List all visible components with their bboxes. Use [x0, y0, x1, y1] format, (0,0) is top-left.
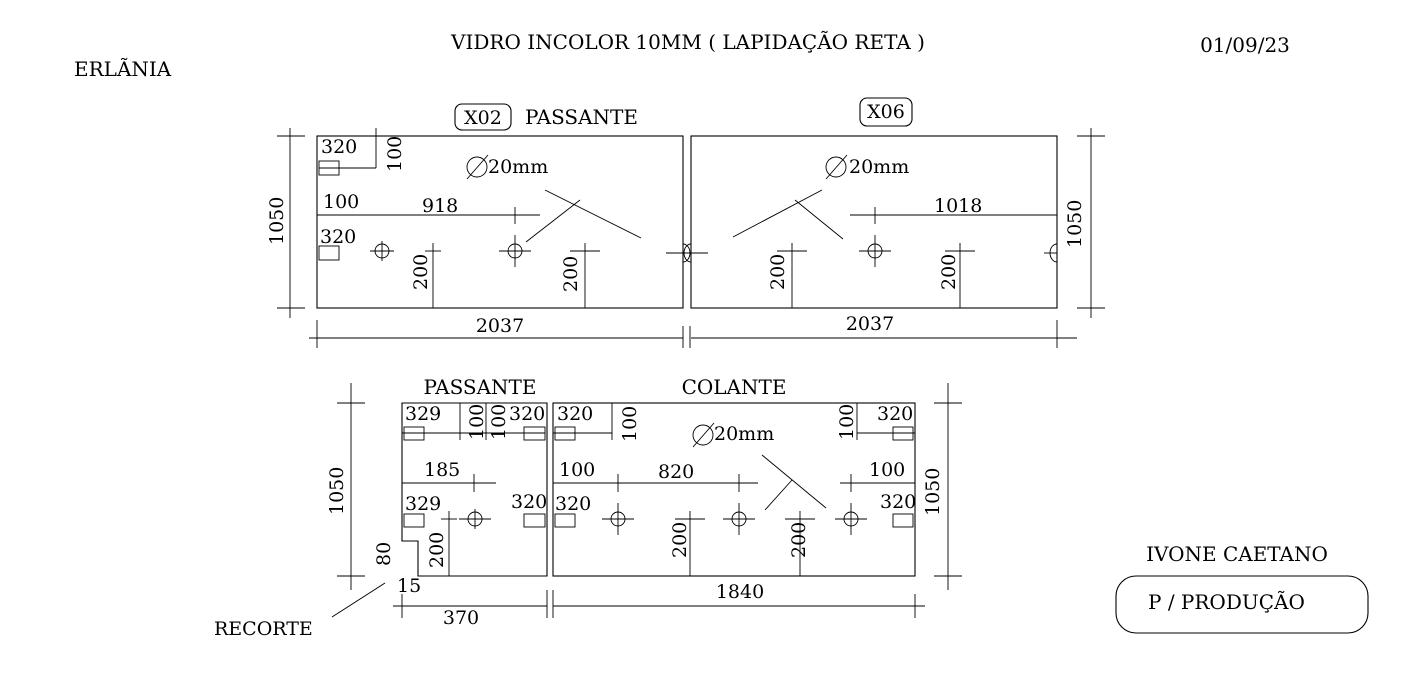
status-stamp: P / PRODUÇÃO: [1148, 590, 1305, 614]
dim-label: 100: [559, 459, 595, 481]
glass-panel-outline: [401, 402, 548, 577]
dim-label: 329: [405, 493, 441, 515]
dim-label: 320: [880, 491, 916, 513]
dim-label: 320: [877, 403, 913, 425]
hinge-notch: [892, 426, 914, 441]
operator-name: IVONE CAETANO: [1146, 542, 1328, 566]
height-dim-label: 1050: [326, 467, 348, 515]
dim-label: 200: [938, 254, 960, 290]
dim-label: 15: [397, 575, 421, 597]
panel-colante: COLANTE 320 100 100 320 20mm 100 820 100: [552, 375, 962, 618]
client-name: ERLÃNIA: [74, 57, 172, 81]
opening-mark: [761, 454, 827, 509]
glass-panel-outline: [690, 135, 1058, 309]
panel-type-label: COLANTE: [682, 375, 787, 399]
dim-label: 100: [836, 404, 858, 440]
hinge-notch: [403, 426, 425, 441]
dim-label: 329: [405, 403, 441, 425]
hinge-notch: [523, 513, 546, 528]
hole-diameter-text: 20mm: [488, 156, 548, 178]
hinge-notch: [318, 245, 340, 261]
hole-diameter-text: 20mm: [849, 156, 909, 178]
height-dim-label: 1050: [1064, 200, 1086, 248]
glass-panel-outline: [316, 135, 684, 309]
hole-diameter-callout: 20mm: [692, 422, 774, 448]
hole-diameter-text: 20mm: [714, 423, 774, 445]
diameter-symbol-icon: [692, 424, 714, 446]
hinge-notch: [403, 513, 425, 528]
dim-label: 100: [384, 136, 406, 172]
dim-label: 185: [424, 459, 460, 481]
status-stamp-box: [1115, 575, 1369, 634]
opening-mark: [544, 189, 642, 239]
panel-tag-box: [454, 103, 512, 131]
dim-label: 1018: [934, 195, 982, 217]
leader-line: [331, 582, 386, 618]
dim-label: 200: [426, 532, 448, 568]
dim-label: 320: [320, 226, 356, 248]
panel-x02: X02 PASSANTE 20mm 320 100 100 918 320: [266, 103, 684, 348]
hole-diameter-callout: 20mm: [466, 154, 548, 180]
dim-label: 200: [669, 522, 691, 558]
dim-label: 320: [321, 136, 357, 158]
hinge-notch: [554, 513, 576, 528]
dim-label: 100: [869, 459, 905, 481]
dim-label: 100: [323, 191, 359, 213]
hinge-notch: [892, 513, 914, 528]
dim-label: 918: [422, 195, 458, 217]
dim-label: 200: [767, 254, 789, 290]
drawing-date: 01/09/23: [1200, 33, 1290, 57]
cut-out-label: RECORTE: [214, 618, 313, 640]
hole-diameter-callout: 20mm: [825, 154, 909, 180]
panel-tag: X06: [867, 101, 905, 123]
width-dim-label: 2037: [846, 313, 894, 335]
dim-label: 100: [466, 404, 488, 440]
dim-label: 320: [509, 403, 545, 425]
hinge-notch: [523, 426, 546, 441]
dim-label: 200: [410, 254, 432, 290]
dim-label: 100: [488, 404, 510, 440]
panel-type-label: PASSANTE: [525, 105, 638, 129]
panel-tag: X02: [464, 107, 502, 129]
width-dim-label: 2037: [476, 315, 524, 337]
diameter-symbol-icon: [466, 156, 488, 178]
dim-label: 100: [619, 406, 641, 442]
opening-mark: [732, 189, 823, 238]
height-dim-label: 1050: [266, 197, 288, 245]
dim-label: 820: [658, 461, 694, 483]
panel-passante-small: PASSANTE 329 100 100 320 185 329 320 200…: [214, 375, 548, 640]
dim-label: 320: [555, 493, 591, 515]
width-dim-label: 370: [443, 607, 479, 629]
panel-type-label: PASSANTE: [424, 375, 537, 399]
height-dim-label: 1050: [922, 468, 944, 516]
diameter-symbol-icon: [825, 156, 847, 178]
panel-x06: X06 20mm 1018 200 200 1050: [690, 97, 1105, 348]
width-dim-label: 1840: [716, 581, 764, 603]
dim-label: 200: [788, 522, 810, 558]
dim-label: 80: [373, 542, 395, 566]
dim-label: 320: [511, 491, 547, 513]
hinge-notch: [554, 426, 576, 441]
glass-panel-outline: [552, 402, 916, 577]
dim-label: 320: [557, 403, 593, 425]
panel-tag-box: [859, 97, 913, 127]
drawing-title: VIDRO INCOLOR 10MM ( LAPIDAÇÃO RETA ): [450, 30, 925, 54]
panel-joint: [666, 243, 708, 348]
dim-label: 200: [560, 256, 582, 292]
